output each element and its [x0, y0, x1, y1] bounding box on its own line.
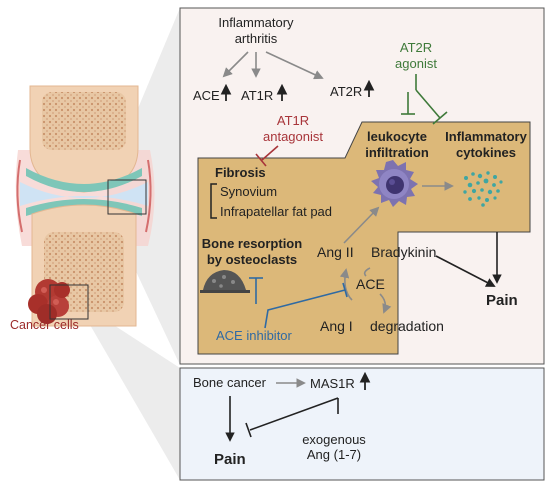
- arrow-to-ace: [222, 51, 249, 78]
- arrow-to-at2r: [265, 51, 324, 80]
- cytokines-dots-icon: [463, 171, 503, 207]
- zoom-connector-lower: [52, 285, 180, 480]
- arrow-ang-i-to-ang-ii: [339, 268, 353, 301]
- inflammatory-arthritis-label-line1: Inflammatory: [218, 15, 294, 30]
- at1r-antagonist-label-line2: antagonist: [263, 129, 323, 144]
- bone-resorption-label-line2: by osteoclasts: [207, 252, 297, 267]
- inflammatory-arthritis-label-line2: arthritis: [235, 31, 278, 46]
- ang-ii-label: Ang II: [317, 244, 354, 260]
- tan-region: [197, 121, 531, 355]
- cancer-cells-label: Cancer cells: [10, 318, 79, 332]
- zoom-box-synovium: [107, 179, 147, 215]
- cytokines-label-line2: cytokines: [456, 145, 516, 160]
- fibrosis-bracket: [210, 183, 217, 219]
- at2r-agonist-label-line2: agonist: [395, 56, 437, 71]
- knee-joint-illustration: [15, 85, 155, 327]
- exogenous-label-line2: Ang (1-7): [307, 447, 361, 462]
- ang-i-label: Ang I: [320, 318, 353, 334]
- mas1r-inhibition: [245, 397, 339, 438]
- zoom-box-bone: [49, 284, 89, 320]
- leukocyte-label-line1: leukocyte: [367, 129, 427, 144]
- at1r-label: AT1R: [241, 88, 273, 103]
- exogenous-label-line1: exogenous: [302, 432, 366, 447]
- fibrosis-label: Fibrosis: [215, 165, 266, 180]
- arrow-to-degradation: [379, 293, 392, 314]
- ace-center-label: ACE: [356, 276, 385, 292]
- pain-label-lower: Pain: [214, 451, 246, 468]
- bone-cancer-label: Bone cancer: [193, 375, 267, 390]
- ace-label: ACE: [193, 88, 220, 103]
- pain-label-upper: Pain: [486, 292, 518, 309]
- ace-inhibitor-label: ACE inhibitor: [216, 328, 293, 343]
- ace-inhibitor-lines: [249, 277, 348, 329]
- at1r-antagonist-label-line1: AT1R: [277, 113, 309, 128]
- leukocyte-cell-icon: [371, 160, 418, 207]
- mas1r-label: MAS1R: [310, 376, 355, 391]
- bradykinin-label: Bradykinin: [371, 244, 436, 260]
- synovium-label: Synovium: [220, 184, 277, 199]
- arrow-bradykinin-to-ace: [363, 267, 371, 277]
- osteoclast-icon: [200, 270, 250, 293]
- degradation-label: degradation: [370, 318, 444, 334]
- arrow-bradykinin-to-pain: [435, 255, 496, 287]
- bone-resorption-label-line1: Bone resorption: [202, 236, 302, 251]
- joint-space: [20, 182, 148, 206]
- at1r-antagonist-inhibition: [255, 145, 279, 167]
- at2r-agonist-inhibition: [401, 74, 448, 125]
- leukocyte-label-line2: infiltration: [365, 145, 429, 160]
- at2r-label: AT2R: [330, 84, 362, 99]
- at2r-agonist-label-line1: AT2R: [400, 40, 432, 55]
- cytokines-label-line1: Inflammatory: [445, 129, 527, 144]
- lower-panel: [179, 367, 545, 481]
- arrow-ang-ii-to-leukocyte: [343, 206, 380, 244]
- fat-pad-label: Infrapatellar fat pad: [220, 204, 332, 219]
